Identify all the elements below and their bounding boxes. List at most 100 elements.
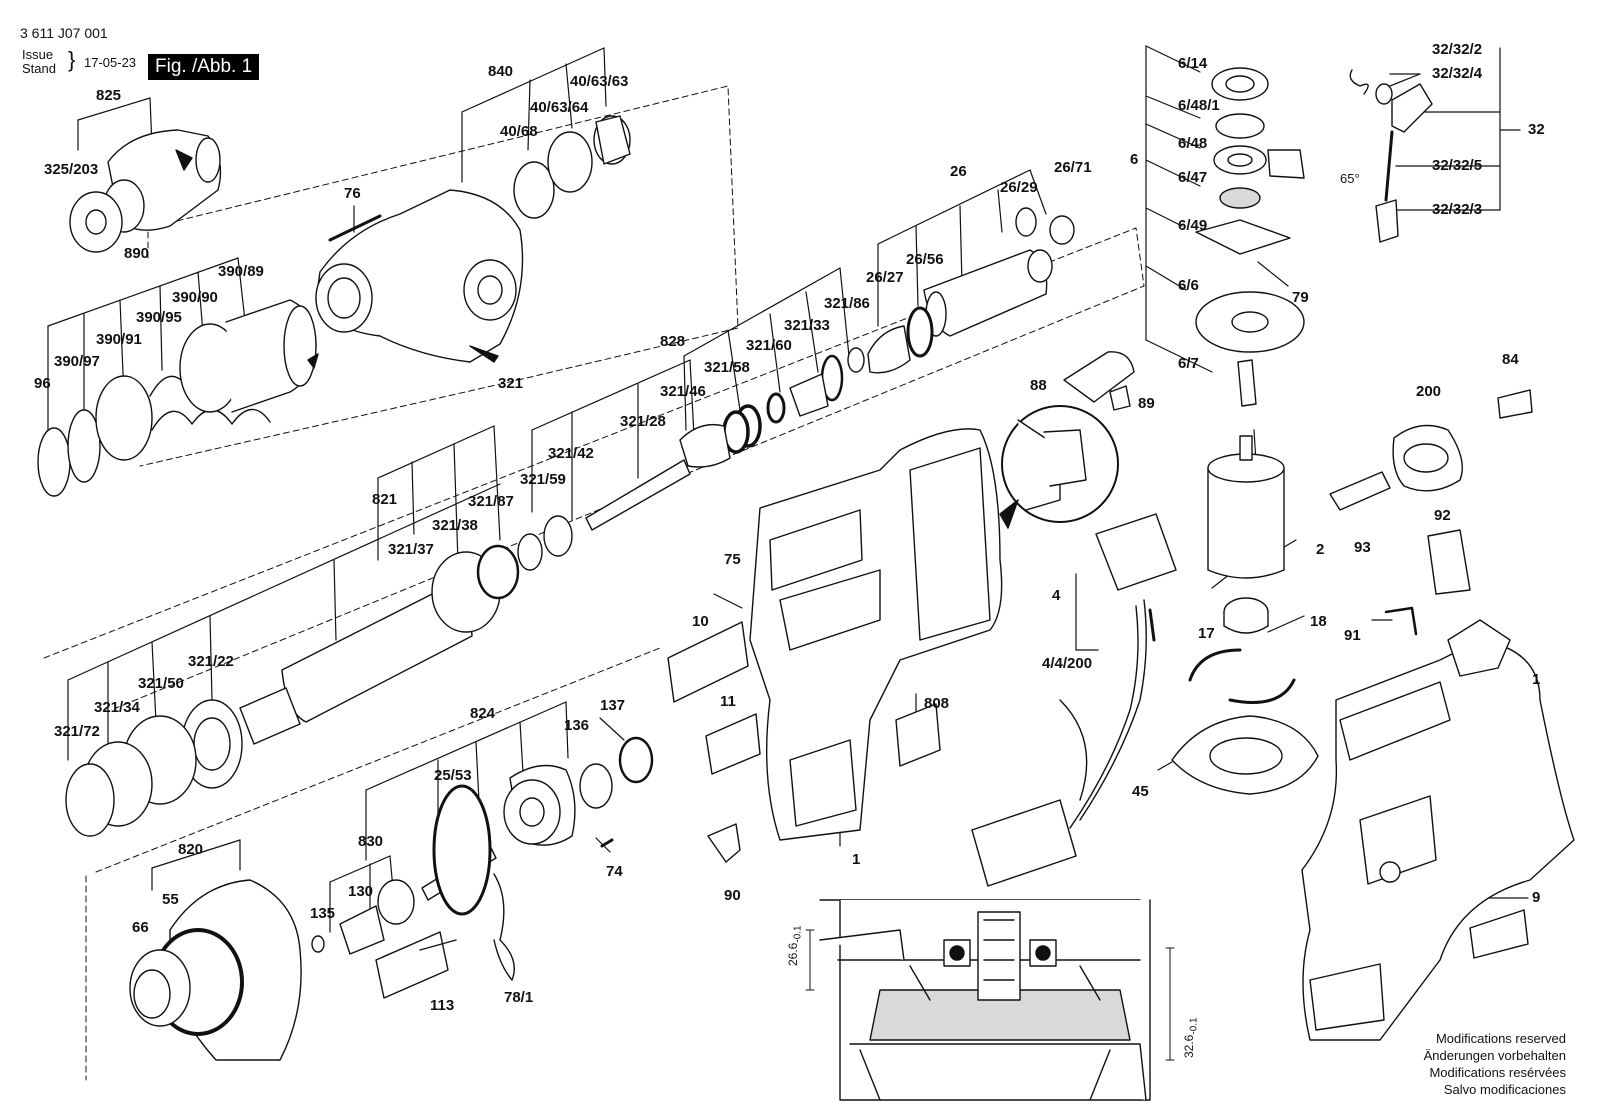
modifications-notes: Modifications reserved Änderungen vorbeh… <box>1424 1031 1566 1099</box>
part-label-91: 91 <box>1344 627 1361 644</box>
motor-retainers <box>1171 648 1319 795</box>
part-label-6-47: 6/47 <box>1178 169 1208 186</box>
part-label-135: 135 <box>310 905 336 922</box>
flange-assembly <box>129 879 302 1061</box>
part-label-84: 84 <box>1502 351 1519 368</box>
gear-housing <box>315 115 631 363</box>
issue-label: Issue <box>22 47 54 62</box>
note-line: Änderungen vorbehalten <box>1423 1048 1566 1064</box>
part-label-89: 89 <box>1138 395 1155 412</box>
part-label-26-71: 26/71 <box>1054 159 1092 176</box>
part-label-825: 825 <box>96 87 122 104</box>
part-label-40-63-64: 40/63/64 <box>530 99 589 116</box>
part-label-321-33: 321/33 <box>784 317 830 334</box>
part-label-321-58: 321/58 <box>704 359 750 376</box>
part-label-1-housing: 1 <box>852 851 861 868</box>
part-label-321-86: 321/86 <box>824 295 870 312</box>
housing-half-left <box>749 428 1003 841</box>
part-label-11: 11 <box>720 693 736 710</box>
note-line: Salvo modificaciones <box>1443 1082 1566 1098</box>
part-label-390-97: 390/97 <box>54 353 100 370</box>
angle-label-65: 65° <box>1340 171 1360 186</box>
part-label-32-32-3: 32/32/3 <box>1432 201 1483 218</box>
part-label-321-37: 321/37 <box>388 541 434 558</box>
leader-lines <box>47 45 1529 933</box>
part-label-821: 821 <box>372 491 398 508</box>
part-label-32: 32 <box>1528 121 1545 138</box>
part-label-820: 820 <box>178 841 204 858</box>
part-label-75: 75 <box>724 551 741 568</box>
part-label-32-32-5: 32/32/5 <box>1432 157 1483 174</box>
spindle-tube <box>65 544 520 837</box>
part-label-79: 79 <box>1292 289 1309 306</box>
part-label-890: 890 <box>124 245 150 262</box>
part-label-840: 840 <box>488 63 514 80</box>
chuck-part <box>69 129 222 253</box>
part-label-321-28: 321/28 <box>620 413 666 430</box>
housing-half-right <box>1301 619 1575 1041</box>
issue-date: 17-05-23 <box>84 55 137 70</box>
part-label-26: 26 <box>950 163 967 180</box>
part-label-93: 93 <box>1354 539 1371 556</box>
part-label-321-59: 321/59 <box>520 471 566 488</box>
part-label-808: 808 <box>924 695 950 712</box>
part-label-6-48: 6/48 <box>1178 135 1208 152</box>
dimension-32-6-tolerance: -0.1 <box>1188 1017 1200 1035</box>
part-label-321-87: 321/87 <box>468 493 514 510</box>
document-number: 3 611 J07 001 <box>20 25 108 41</box>
part-label-200: 200 <box>1416 383 1442 400</box>
part-label-321-50: 321/50 <box>138 675 184 692</box>
part-label-4: 4 <box>1052 587 1061 604</box>
part-label-321-46: 321/46 <box>660 383 706 400</box>
piston-group <box>517 207 1075 571</box>
part-label-6-6: 6/6 <box>1178 277 1199 294</box>
part-label-830: 830 <box>358 833 384 850</box>
part-label-136: 136 <box>564 717 590 734</box>
part-label-390-89: 390/89 <box>218 263 264 280</box>
screw-76 <box>328 214 382 242</box>
switch-mechanism <box>311 879 457 999</box>
part-label-9: 9 <box>1532 889 1541 906</box>
part-label-137: 137 <box>600 697 626 714</box>
brace-glyph: } <box>68 47 76 72</box>
part-label-6-49: 6/49 <box>1178 217 1208 234</box>
note-line: Modifications reserved <box>1435 1031 1566 1047</box>
part-label-390-90: 390/90 <box>172 289 218 306</box>
brush-holder <box>1063 351 1135 411</box>
part-label-40-68: 40/68 <box>500 123 538 140</box>
part-label-325-203: 325/203 <box>44 161 99 178</box>
part-label-18: 18 <box>1310 613 1327 630</box>
part-label-17: 17 <box>1198 625 1215 642</box>
part-label-6-7: 6/7 <box>1178 355 1199 372</box>
part-label-321-60: 321/60 <box>746 337 792 354</box>
dimension-32-6: 32.6-0.1 <box>1182 1017 1199 1058</box>
stand-label: Stand <box>22 61 56 76</box>
part-label-390-91: 390/91 <box>96 331 142 348</box>
figure-badge: Fig. /Abb. 1 <box>148 54 260 80</box>
part-label-25-53: 25/53 <box>434 767 472 784</box>
fan-bearing-stack <box>1195 67 1305 407</box>
part-label-96: 96 <box>34 375 51 392</box>
part-label-90: 90 <box>724 887 741 904</box>
part-label-26-56: 26/56 <box>906 251 944 268</box>
dashed-assembly-outlines <box>43 85 1145 1081</box>
spring-stack <box>37 299 319 497</box>
part-label-828: 828 <box>660 333 686 350</box>
drive-assembly <box>421 736 654 981</box>
part-label-66: 66 <box>132 919 149 936</box>
part-label-32-32-2: 32/32/2 <box>1432 41 1483 58</box>
part-label-4-4-200: 4/4/200 <box>1042 655 1093 672</box>
part-label-6-48-1: 6/48/1 <box>1178 97 1220 114</box>
part-label-321-22: 321/22 <box>188 653 234 670</box>
dimension-26-6-value: 26.6 <box>786 942 800 966</box>
part-label-6: 6 <box>1130 151 1139 168</box>
note-line: Modifications resérvées <box>1429 1065 1566 1081</box>
part-label-6-14: 6/14 <box>1178 55 1208 72</box>
part-label-1-right: 1 <box>1532 671 1541 688</box>
part-label-321-34: 321/34 <box>94 699 140 716</box>
part-label-130: 130 <box>348 883 374 900</box>
dimension-26-6: 26.6-0.1 <box>786 925 803 966</box>
part-label-321: 321 <box>498 375 524 392</box>
motor <box>1207 435 1285 634</box>
